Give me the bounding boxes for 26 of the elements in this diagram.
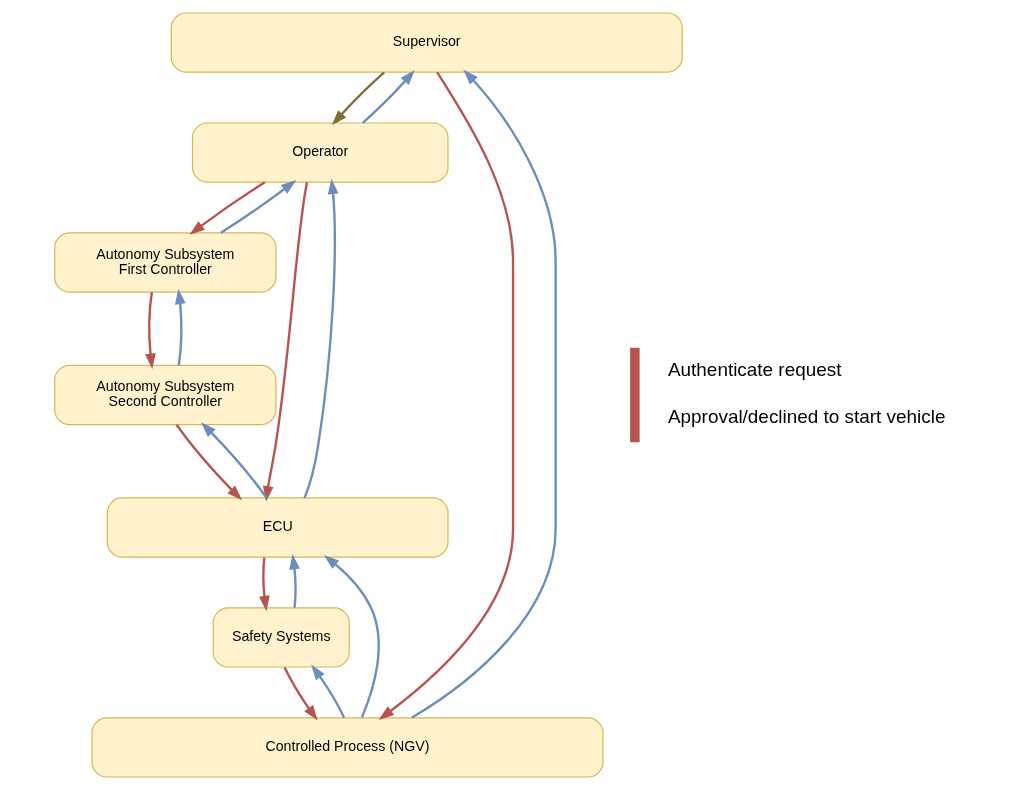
node-box: Supervisor bbox=[170, 12, 683, 73]
legend-label: Approval/declined to start vehicle bbox=[667, 406, 945, 428]
arrow bbox=[361, 69, 415, 124]
arrow bbox=[323, 555, 380, 718]
node-box: Controlled Process (NGV) bbox=[90, 717, 604, 778]
arrow bbox=[410, 69, 557, 719]
arrow bbox=[219, 180, 296, 234]
arrow bbox=[310, 664, 345, 719]
arrow bbox=[174, 288, 186, 366]
arrow bbox=[188, 181, 265, 235]
arrow bbox=[262, 182, 308, 502]
arrow bbox=[378, 71, 514, 720]
arrow bbox=[175, 424, 242, 501]
legend-label: Authenticate request bbox=[667, 358, 841, 380]
node-box: Autonomy Subsystem Second Controller bbox=[53, 364, 276, 426]
arrow bbox=[331, 71, 385, 126]
node-box: ECU bbox=[106, 497, 449, 558]
node-box: Operator bbox=[191, 122, 449, 183]
arrow bbox=[283, 666, 318, 721]
arrow bbox=[258, 557, 270, 612]
arrow bbox=[302, 178, 338, 499]
node-box: Safety Systems bbox=[212, 607, 350, 668]
arrow bbox=[144, 292, 156, 369]
arrow bbox=[288, 553, 300, 608]
node-box: Autonomy Subsystem First Controller bbox=[53, 232, 276, 293]
arrow bbox=[200, 422, 267, 499]
